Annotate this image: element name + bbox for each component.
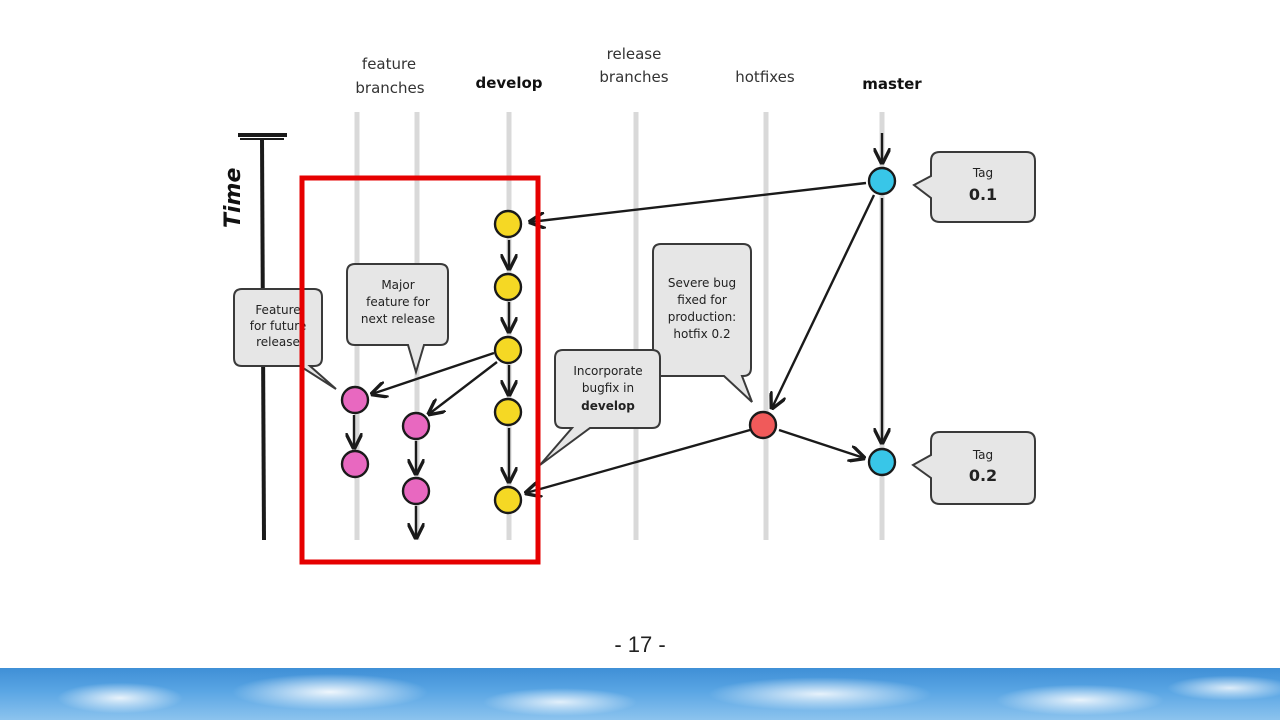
bubble-severe-bug-line3: production: — [668, 310, 736, 324]
column-label-release-line1: release — [607, 45, 662, 63]
tag-bubble-0-2: Tag 0.2 — [911, 431, 1036, 505]
column-label-feature-line2: branches — [355, 79, 424, 97]
page-number: - 17 - — [614, 632, 666, 657]
tag-0-2-version: 0.2 — [969, 466, 997, 485]
commit-hotfix-1 — [748, 410, 778, 440]
bubble-severe-bug-hotfix-version: 0.2 — [712, 327, 731, 341]
commit-feature1-2 — [340, 449, 370, 479]
commit-develop-1 — [493, 209, 523, 239]
bubble-major-feature-line3: next release — [361, 312, 435, 326]
commits — [340, 166, 897, 515]
bubble-incorporate-line2: bugfix in — [582, 381, 634, 395]
bubble-incorporate-line1: Incorporate — [573, 364, 642, 378]
commit-develop-2 — [493, 272, 523, 302]
commit-feature2-2 — [401, 476, 431, 506]
commit-feature2-1 — [401, 411, 431, 441]
arrow-master-to-hotfix — [772, 194, 876, 408]
column-label-hotfixes: hotfixes — [735, 68, 795, 86]
sky-footer-image — [0, 668, 1280, 720]
bubble-major-feature-line2: feature for — [366, 295, 430, 309]
bubble-incorporate-line3: develop — [581, 399, 635, 413]
bubble-severe-bug: Severe bug fixed for production: hotfix … — [652, 243, 753, 403]
commit-develop-5 — [493, 485, 523, 515]
bubble-feature-future-line3: release — [256, 335, 300, 349]
arrow-master-to-develop — [530, 181, 867, 222]
tag-0-1-version: 0.1 — [969, 185, 997, 204]
tag-bubble-0-1: Tag 0.1 — [912, 151, 1036, 223]
bubble-severe-bug-hotfix-prefix: hotfix — [673, 327, 711, 341]
tag-0-2-label: Tag — [972, 448, 993, 462]
bubble-feature-future-line1: Feature — [255, 303, 300, 317]
commit-arrows — [354, 133, 882, 538]
tag-0-1-label: Tag — [972, 166, 993, 180]
column-label-develop: develop — [475, 74, 542, 92]
bubble-major-feature-line1: Major — [381, 278, 414, 292]
bubble-severe-bug-line1: Severe bug — [668, 276, 736, 290]
commit-feature1-1 — [340, 385, 370, 415]
bubble-incorporate: Incorporate bugfix in develop — [539, 349, 661, 466]
bubble-feature-future: Feature for future release — [233, 288, 337, 390]
highlight-rectangle — [299, 175, 541, 565]
bubble-severe-bug-line4: hotfix 0.2 — [673, 327, 730, 341]
arrow-hotfix-to-develop — [526, 428, 751, 493]
arrow-hotfix-to-master — [778, 428, 864, 458]
time-label: Time — [221, 168, 246, 228]
bubble-major-feature: Major feature for next release — [346, 263, 449, 376]
arrow-develop-to-feature2 — [429, 361, 498, 414]
column-label-feature-line1: feature — [362, 55, 416, 73]
column-label-master: master — [862, 75, 922, 93]
commit-develop-3 — [493, 335, 523, 365]
commit-master-2 — [867, 447, 897, 477]
commit-develop-4 — [493, 397, 523, 427]
bubble-severe-bug-line2: fixed for — [677, 293, 727, 307]
bubble-feature-future-line2: for future — [250, 319, 307, 333]
column-headers: feature branches develop release branche… — [355, 45, 922, 97]
arrow-develop-to-feature1 — [372, 351, 495, 394]
commit-master-1 — [867, 166, 897, 196]
column-label-release-line2: branches — [599, 68, 668, 86]
